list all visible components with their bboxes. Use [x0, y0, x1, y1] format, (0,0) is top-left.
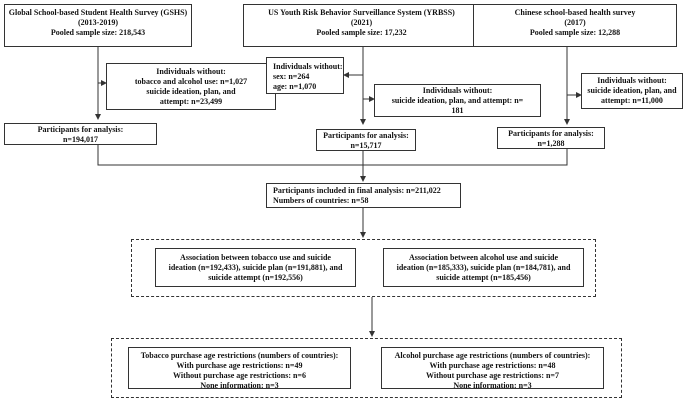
- exclusion-heading: Individuals without:: [156, 67, 226, 76]
- yrbss-source-box: US Youth Risk Behavior Surveillance Syst…: [243, 4, 480, 47]
- restrictions-line: Without purchase age restrictions: n=7: [425, 371, 559, 380]
- yrbss-years: (2021): [350, 18, 373, 27]
- association-line: ideation (n=192,433), suicide plan (n=19…: [168, 263, 343, 272]
- exclusion-line: 181: [451, 106, 464, 115]
- restrictions-line: None information: n=3: [453, 381, 532, 390]
- gshs-title: Global School-based Student Health Surve…: [8, 8, 188, 17]
- chinese-sample: Pooled sample size: 12,288: [529, 28, 621, 37]
- exclusion-heading: Individuals without:: [273, 62, 343, 71]
- restrictions-line: With purchase age restrictions: n=49: [176, 361, 303, 370]
- yrbss-suicide-exclusion-box: Individuals without: suicide ideation, p…: [374, 84, 541, 117]
- association-line: suicide attempt (n=185,456): [436, 273, 531, 282]
- exclusion-line: sex: n=264: [273, 72, 310, 81]
- yrbss-title: US Youth Risk Behavior Surveillance Syst…: [268, 8, 455, 17]
- exclusion-heading: Individuals without:: [422, 86, 493, 95]
- analysis-count: n=15,717: [350, 141, 382, 150]
- exclusion-line: age: n=1,070: [273, 82, 317, 91]
- tobacco-association-box: Association between tobacco use and suic…: [155, 248, 356, 287]
- yrbss-analysis-box: Participants for analysis: n=15,717: [316, 129, 416, 151]
- gshs-source-box: Global School-based Student Health Surve…: [4, 4, 192, 47]
- alcohol-association-box: Association between alcohol use and suic…: [383, 248, 584, 287]
- restrictions-line: None information: n=3: [200, 381, 279, 390]
- restrictions-line: With purchase age restrictions: n=48: [429, 361, 556, 370]
- chinese-exclusion-box: Individuals without: suicide ideation, p…: [581, 73, 683, 109]
- association-line: suicide attempt (n=192,556): [208, 273, 303, 282]
- restrictions-line: Without purchase age restrictions: n=6: [172, 371, 306, 380]
- final-analysis-box: Participants included in final analysis:…: [266, 183, 461, 208]
- association-line: ideation (n=185,333), suicide plan (n=18…: [396, 263, 571, 272]
- exclusion-line: attempt: n=11,000: [601, 96, 663, 105]
- exclusion-line: attempt: n=23,499: [159, 97, 223, 106]
- final-participants: Participants included in final analysis:…: [273, 186, 441, 195]
- chinese-source-box: Chinese school-based health survey (2017…: [473, 4, 677, 47]
- gshs-sample: Pooled sample size: 218,543: [50, 28, 146, 37]
- yrbss-sample: Pooled sample size: 17,232: [316, 28, 407, 37]
- analysis-count: n=1,288: [537, 139, 565, 148]
- gshs-exclusion-box: Individuals without: tobacco and alcohol…: [106, 63, 276, 110]
- merge-line: [97, 145, 568, 166]
- chinese-years: (2017): [564, 18, 586, 27]
- exclusion-line: suicide ideation, plan, and attempt: n=: [391, 96, 524, 105]
- alcohol-restrictions-box: Alcohol purchase age restrictions (numbe…: [381, 347, 604, 390]
- gshs-years: (2013-2019): [78, 18, 118, 27]
- final-countries: Numbers of countries: n=58: [273, 196, 369, 205]
- restrictions-group: [111, 338, 622, 398]
- exclusion-line: tobacco and alcohol use: n=1,027: [134, 77, 248, 86]
- exclusion-heading: Individuals without:: [597, 76, 667, 85]
- association-line: Association between alcohol use and suic…: [408, 253, 559, 262]
- association-group: [131, 239, 596, 297]
- exclusion-line: suicide ideation, plan, and: [146, 87, 236, 96]
- exclusion-line: suicide ideation, plan, and: [587, 86, 677, 95]
- yrbss-demographic-exclusion-box: Individuals without: sex: n=264 age: n=1…: [266, 57, 344, 94]
- chinese-title: Chinese school-based health survey: [514, 8, 636, 17]
- analysis-heading: Participants for analysis:: [37, 125, 124, 134]
- analysis-heading: Participants for analysis:: [323, 131, 409, 140]
- analysis-heading: Participants for analysis:: [508, 129, 594, 138]
- association-line: Association between tobacco use and suic…: [180, 253, 331, 262]
- analysis-count: n=194,017: [62, 135, 98, 144]
- tobacco-restrictions-box: Tobacco purchase age restrictions (numbe…: [128, 347, 351, 390]
- gshs-analysis-box: Participants for analysis: n=194,017: [4, 123, 157, 145]
- restrictions-heading: Alcohol purchase age restrictions (numbe…: [394, 351, 591, 360]
- restrictions-heading: Tobacco purchase age restrictions (numbe…: [140, 351, 339, 360]
- chinese-analysis-box: Participants for analysis: n=1,288: [497, 127, 605, 149]
